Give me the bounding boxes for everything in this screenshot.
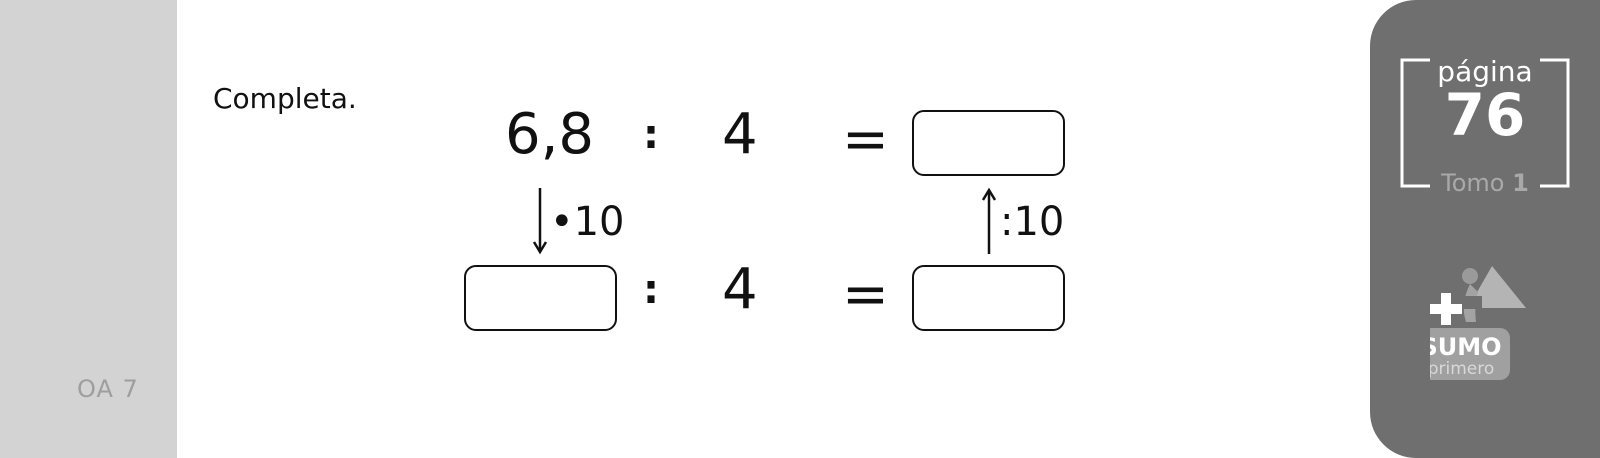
tomo-number: 1 (1512, 169, 1529, 197)
divisor-top: 4 (722, 102, 758, 167)
arrow-up-icon (981, 187, 997, 254)
left-margin-band: OA 7 (0, 0, 177, 458)
logo-text-sumo: SUMO (1430, 333, 1502, 361)
equals-sign-top: = (842, 107, 889, 172)
page-bracket-icon (1400, 58, 1570, 188)
tomo-label: Tomo 1 (1400, 171, 1570, 195)
divisor-bottom: 4 (722, 257, 758, 322)
arrow-down-icon (532, 188, 548, 255)
instruction-text: Completa. (213, 82, 357, 115)
sumo-primero-logo-icon: SUMO primero (1412, 266, 1526, 380)
answer-box-bottom-dividend[interactable] (464, 265, 617, 331)
division-sign-top: : (643, 112, 659, 158)
division-sign-bottom: : (643, 267, 659, 313)
equals-sign-bottom: = (842, 262, 889, 327)
dividend-top: 6,8 (505, 102, 595, 167)
answer-box-top-result[interactable] (912, 110, 1065, 176)
sumo-primero-logo: SUMO primero (1412, 264, 1548, 394)
divide-by-ten-label: :10 (1000, 199, 1065, 245)
right-panel (1370, 0, 1600, 458)
oa-label: OA 7 (77, 375, 139, 403)
logo-text-primero: primero (1430, 359, 1494, 379)
page-word: página (1437, 55, 1533, 88)
multiply-by-ten-label: •10 (550, 199, 625, 245)
tomo-word: Tomo (1441, 169, 1505, 197)
answer-box-bottom-result[interactable] (912, 265, 1065, 331)
page-badge: página 76 Tomo 1 (1400, 55, 1570, 195)
page-number: 76 (1444, 81, 1526, 149)
